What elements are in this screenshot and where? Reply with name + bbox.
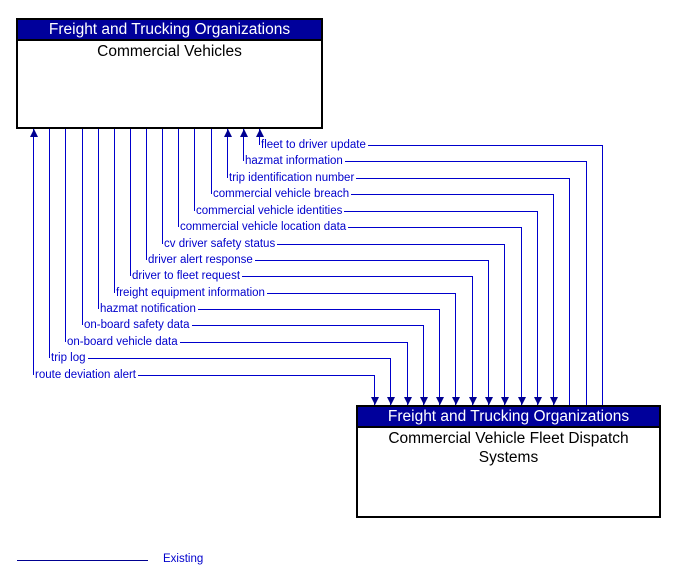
flow-row: route deviation alert [33,368,375,382]
flow-row: driver alert response [146,253,489,267]
flow-arrowhead-down [404,397,412,405]
flow-line-vertical-right [455,293,456,405]
flow-line-vertical-left [33,129,34,375]
flow-row: trip identification number [227,171,570,185]
fleet-dispatch-box: Freight and Trucking Organizations Comme… [356,405,661,518]
flow-line-vertical-right [390,358,391,405]
flow-row: trip log [49,351,391,365]
legend-existing-line [17,560,148,561]
flow-row: hazmat information [243,154,587,168]
flow-row: on-board safety data [82,318,424,332]
flow-line-horizontal [351,193,554,195]
flow-line-horizontal [277,243,505,245]
flow-line-vertical-right [472,276,473,405]
flow-row: freight equipment information [114,286,456,300]
flow-line-vertical-right [407,342,408,405]
flow-line-vertical-right [374,375,375,405]
flow-line-horizontal [197,308,440,310]
flow-line-vertical-right [488,260,489,405]
flow-row: commercial vehicle location data [178,220,522,234]
flow-arrowhead-down [550,397,558,405]
flow-line-vertical-left [65,129,66,342]
flow-arrowhead-up [240,129,248,137]
flow-row: on-board vehicle data [65,335,408,349]
flow-line-horizontal [367,144,603,146]
flow-line-horizontal [138,374,375,376]
flow-arrowhead-up [224,129,232,137]
flow-line-horizontal [242,275,473,277]
flow-line-vertical-right [553,194,554,405]
fleet-dispatch-box-title: Commercial Vehicle Fleet Dispatch System… [388,430,629,466]
flow-arrowhead-down [420,397,428,405]
flow-line-horizontal [344,160,587,162]
flow-label: trip identification number [229,172,355,184]
flow-line-vertical-left [227,129,228,178]
flow-row: commercial vehicle identities [194,204,538,218]
flow-line-vertical-left [243,129,244,161]
fleet-dispatch-box-header: Freight and Trucking Organizations [358,407,659,428]
commercial-vehicles-box: Freight and Trucking Organizations Comme… [16,18,323,129]
flow-line-vertical-left [194,129,195,211]
flow-row: driver to fleet request [130,269,473,283]
flow-line-horizontal [87,357,391,359]
flow-arrowhead-down [436,397,444,405]
flow-label: commercial vehicle breach [213,188,350,200]
flow-row: cv driver safety status [162,237,505,251]
flow-line-vertical-left [49,129,50,358]
flow-line-horizontal [179,341,408,343]
flow-line-vertical-right [586,161,587,405]
flow-line-vertical-left [211,129,212,194]
flow-label: cv driver safety status [164,238,276,250]
flow-label: freight equipment information [116,287,265,299]
commercial-vehicles-box-title: Commercial Vehicles [97,43,242,60]
flow-line-vertical-left [130,129,131,276]
flow-arrowhead-up [256,129,264,137]
flow-label: commercial vehicle location data [180,221,347,233]
flow-line-vertical-right [521,227,522,405]
legend-existing-label: Existing [163,553,204,565]
flow-row: fleet to driver update [259,138,603,152]
flow-line-vertical-right [569,178,570,405]
flow-line-vertical-right [602,145,603,405]
flow-line-vertical-left [82,129,83,325]
flow-line-vertical-left [98,129,99,309]
flow-line-vertical-left [259,129,260,145]
flow-line-vertical-right [423,325,424,405]
flow-line-vertical-right [537,211,538,405]
flow-label: trip log [51,352,86,364]
flow-row: commercial vehicle breach [211,187,554,201]
flow-label: on-board safety data [84,319,190,331]
flow-label: on-board vehicle data [67,336,178,348]
flow-arrowhead-up [30,129,38,137]
flow-label: hazmat information [245,155,343,167]
flow-label: fleet to driver update [261,139,366,151]
flow-arrowhead-down [485,397,493,405]
commercial-vehicles-box-header: Freight and Trucking Organizations [18,20,321,41]
flow-arrowhead-down [387,397,395,405]
flow-label: hazmat notification [100,303,196,315]
flow-line-horizontal [254,259,489,261]
flow-line-horizontal [348,226,522,228]
flow-line-vertical-right [504,244,505,405]
flow-line-horizontal [266,292,456,294]
flow-arrowhead-down [469,397,477,405]
flow-label: driver to fleet request [132,270,241,282]
flow-arrowhead-down [518,397,526,405]
flow-line-vertical-left [114,129,115,293]
flow-line-horizontal [344,210,538,212]
flow-arrowhead-down [534,397,542,405]
flow-line-horizontal [356,177,570,179]
flow-line-vertical-left [162,129,163,244]
flow-label: commercial vehicle identities [196,205,343,217]
flow-line-horizontal [191,324,424,326]
flow-line-vertical-left [178,129,179,227]
flow-row: hazmat notification [98,302,440,316]
flow-arrowhead-down [452,397,460,405]
flow-label: route deviation alert [35,369,137,381]
flow-arrowhead-down [371,397,379,405]
flow-arrowhead-down [501,397,509,405]
flow-line-vertical-left [146,129,147,260]
flow-label: driver alert response [148,254,253,266]
flow-line-vertical-right [439,309,440,405]
